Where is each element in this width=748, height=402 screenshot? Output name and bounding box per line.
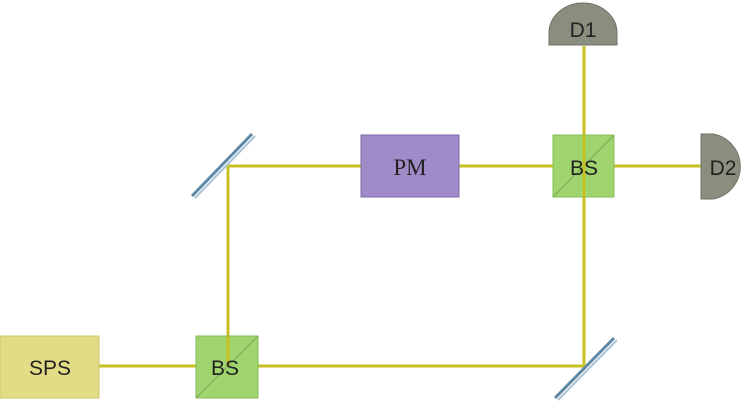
detector-1 [548,2,618,46]
upper-mirror [190,132,256,199]
detector-2 [700,133,741,200]
beam-paths [99,46,701,368]
modulator-label: PM [393,155,426,180]
beamsplitter-1-label: BS [211,357,239,380]
detector-1-label: D1 [570,19,597,42]
phase-modulator [360,134,460,198]
beamsplitter-2-label: BS [570,157,598,180]
single-photon-source [0,335,100,399]
lower-mirror [553,336,618,401]
detector-2-label: D2 [710,157,737,180]
source-label: SPS [29,357,71,380]
